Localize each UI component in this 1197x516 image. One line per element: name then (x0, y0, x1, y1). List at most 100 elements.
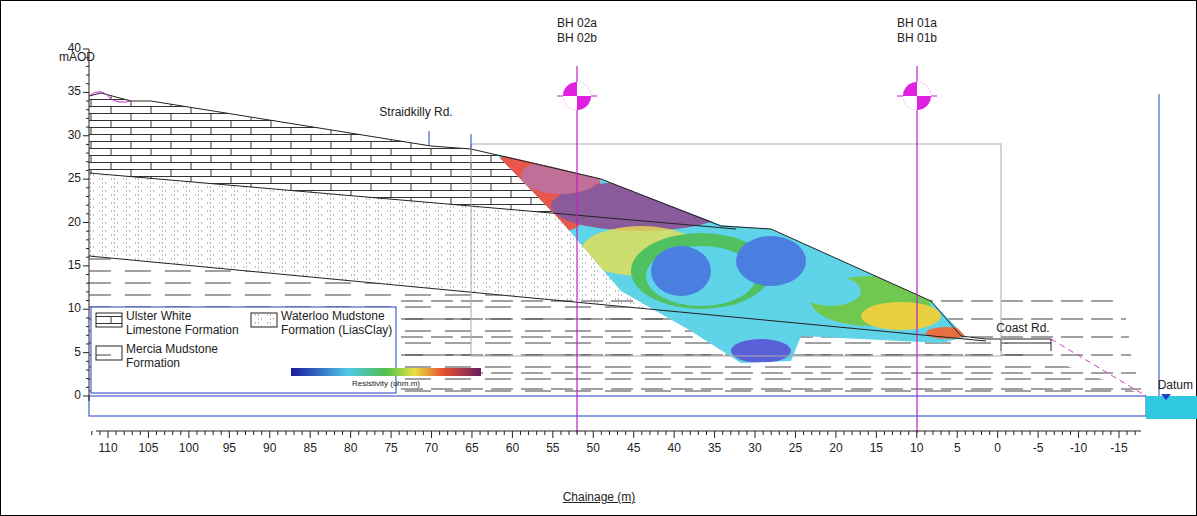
axis-tick (261, 431, 262, 435)
axis-tick (86, 378, 89, 379)
axis-tick (86, 274, 89, 275)
axis-tick (1102, 431, 1103, 435)
axis-tick (552, 431, 553, 438)
axis-tick (86, 387, 89, 388)
axis-tick (83, 92, 89, 93)
axis-tick (803, 431, 804, 435)
axis-tick (399, 431, 400, 435)
axis-tick (771, 431, 772, 435)
axis-tick (229, 431, 230, 438)
axis-tick (1013, 431, 1014, 435)
axis-tick (86, 101, 89, 102)
axis-tick (221, 431, 222, 435)
axis-tick (116, 431, 117, 435)
axis-tick (86, 361, 89, 362)
axis-tick (342, 431, 343, 435)
axis-tick (827, 431, 828, 435)
axis-tick (957, 431, 958, 438)
axis-tick (407, 431, 408, 435)
axis-label: 60 (506, 442, 519, 456)
axis-tick (310, 431, 311, 438)
axis-tick (674, 431, 675, 438)
axis-tick (989, 431, 990, 435)
axis-tick (83, 179, 89, 180)
axis-tick (124, 431, 125, 435)
axis-tick (148, 431, 149, 438)
axis-tick (86, 66, 89, 67)
axis-tick (91, 431, 92, 435)
axis-tick (1135, 431, 1136, 435)
axis-tick (447, 431, 448, 435)
axis-tick (520, 431, 521, 435)
axis-tick (318, 431, 319, 435)
axis-tick (625, 431, 626, 435)
axis-tick (763, 431, 764, 435)
axis-tick (835, 431, 836, 438)
axis-tick (463, 431, 464, 435)
axis-tick (528, 431, 529, 435)
axis-label: -10 (1070, 442, 1087, 456)
axis-tick (504, 431, 505, 435)
axis-tick (496, 431, 497, 435)
axis-tick (382, 431, 383, 435)
axis-tick (86, 326, 89, 327)
axis-tick (471, 431, 472, 438)
axis-tick (366, 431, 367, 435)
axis-tick (86, 75, 89, 76)
axis-tick (1062, 431, 1063, 435)
axis-tick (900, 431, 901, 435)
axis-tick (83, 309, 89, 310)
axis-tick (714, 431, 715, 438)
axis-tick (787, 431, 788, 435)
axis-label: 105 (138, 442, 158, 456)
axis-tick (1030, 431, 1031, 435)
axis-tick (83, 352, 89, 353)
axis-label: 0 (74, 389, 81, 403)
axis-tick (544, 431, 545, 435)
axis-tick (108, 431, 109, 438)
axis-label: 15 (68, 259, 81, 273)
axis-tick (981, 431, 982, 435)
axis-label: -15 (1110, 442, 1127, 456)
axis-label: 5 (74, 346, 81, 360)
axis-tick (172, 431, 173, 435)
annotation: Coast Rd. (996, 322, 1049, 336)
axis-tick (892, 431, 893, 435)
axis-tick (755, 431, 756, 438)
axis-tick (536, 431, 537, 435)
axis-tick (86, 213, 89, 214)
axis-tick (941, 431, 942, 435)
axis-tick (196, 431, 197, 435)
axis-tick (86, 153, 89, 154)
axis-tick (86, 248, 89, 249)
axis-tick (698, 431, 699, 435)
axis-tick (237, 431, 238, 435)
axis-tick (86, 283, 89, 284)
axis-tick (593, 431, 594, 438)
legend-text: Mercia Mudstone Formation (126, 343, 244, 371)
axis-label: 30 (68, 129, 81, 143)
axis-tick (205, 431, 206, 435)
axis-tick (86, 187, 89, 188)
axis-tick (285, 431, 286, 435)
axis-tick (86, 291, 89, 292)
axis-label: 20 (829, 442, 842, 456)
axis-tick (86, 83, 89, 84)
annotation: BH 01a (897, 17, 937, 31)
axis-label: 20 (68, 216, 81, 230)
axis-tick (706, 431, 707, 435)
axis-label: 0 (994, 442, 1001, 456)
axis-label: 80 (344, 442, 357, 456)
axis-title: Chainage (m) (563, 491, 636, 505)
axis-tick (795, 431, 796, 438)
axis-label: 100 (179, 442, 199, 456)
annotation: Datum (1158, 379, 1193, 393)
axis-tick (391, 431, 392, 438)
axis-tick (1005, 431, 1006, 435)
axis-label: 40 (667, 442, 680, 456)
annotation: BH 02a (557, 17, 597, 31)
axis-label: 75 (384, 442, 397, 456)
axis-tick (350, 431, 351, 438)
